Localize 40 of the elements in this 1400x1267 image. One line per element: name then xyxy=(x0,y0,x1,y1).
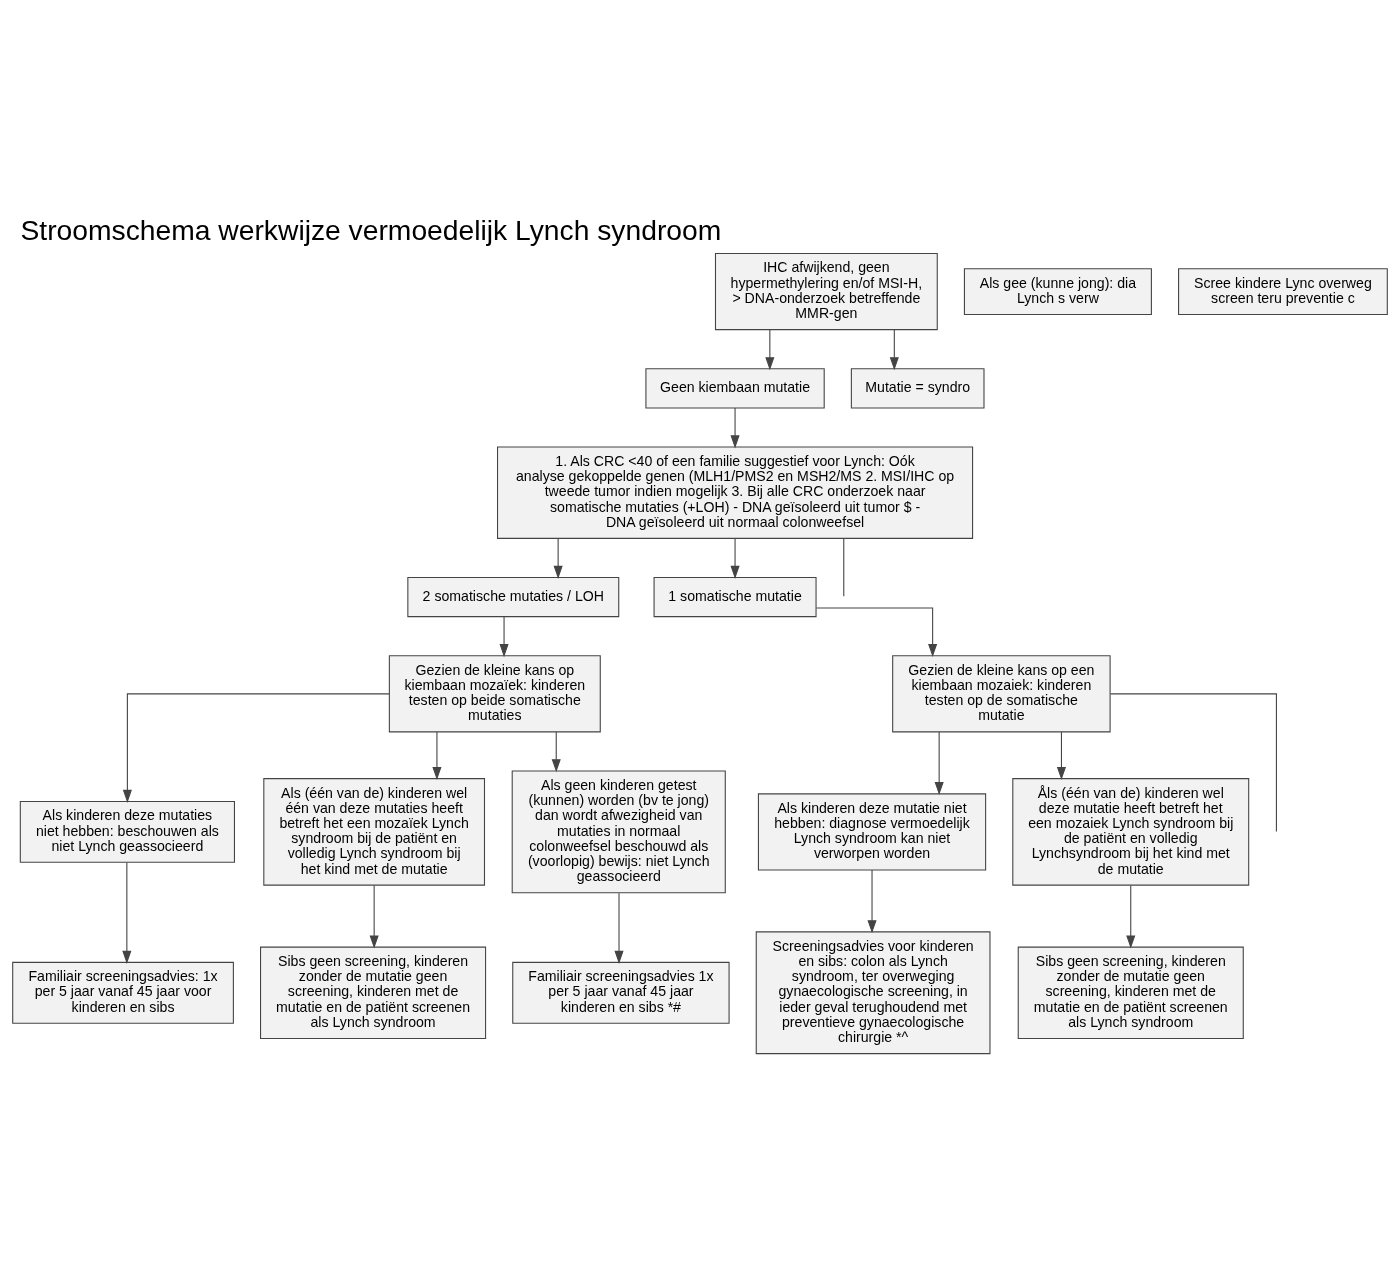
arrow xyxy=(499,616,509,658)
arrow xyxy=(551,731,561,773)
node-box: Als kinderen deze mutaties niet hebben: beschouwen als niet Lynch geassocieerd xyxy=(19,800,235,863)
arrow xyxy=(614,892,624,964)
node-box: Screeningsadvies voor kinderen en sibs: colon als Lynch syndroom, ter overweging gynaecologische screening, in ieder geval terughoudend met preventieve gynaecologische chirurgie *^ xyxy=(755,931,991,1055)
node-box: 1 somatische mutatie xyxy=(653,576,817,618)
connector xyxy=(843,537,845,597)
arrow xyxy=(1056,731,1066,781)
node-box: Mutatie = syndro xyxy=(850,368,985,409)
node-box: Familiair screeningsadvies: 1x per 5 jaar vanaf 45 jaar voor kinderen en sibs xyxy=(12,961,234,1024)
node-box: Familiair screeningsadvies 1x per 5 jaar vanaf 45 jaar kinderen en sibs *# xyxy=(512,961,730,1024)
arrow xyxy=(815,607,938,658)
arrow xyxy=(1126,884,1136,949)
node-box: 2 somatische mutaties / LOH xyxy=(407,576,620,618)
diagram-title: Stroomschema werkwijze vermoedelijk Lynch syndroom xyxy=(20,214,722,247)
arrow xyxy=(432,731,442,781)
arrow xyxy=(122,693,390,803)
node-box: Als gee (kunne jong): dia Lynch s verw xyxy=(963,268,1152,315)
node-box: Scree kindere Lync overweg screen teru preventie c xyxy=(1178,268,1388,315)
arrow xyxy=(765,329,775,371)
node-box: Als geen kinderen getest (kunnen) worden (bv te jong) dan wordt afwezigheid van mutaties in normaal colonweefsel beschouwd als (voorlopig) bewijs: niet Lynch geassocieerd xyxy=(511,770,726,894)
arrow xyxy=(369,884,379,949)
arrow xyxy=(867,869,877,934)
arrow xyxy=(889,329,899,371)
node-box: Geen kiembaan mutatie xyxy=(645,368,825,409)
node-box: Gezien de kleine kans op een kiembaan mozaiek: kinderen testen op de somatische mutatie xyxy=(892,655,1111,733)
node-box: Sibs geen screening, kinderen zonder de mutatie geen screening, kinderen met de mutatie en de patiënt screenen als Lynch syndroom xyxy=(1017,946,1244,1039)
node-box: Åls (één van de) kinderen wel deze mutatie heeft betreft het een mozaiek Lynch syndroom bij de patiënt en volledig Lynchsyndroom bij het kind met de mutatie xyxy=(1012,778,1250,886)
node-box: Sibs geen screening, kinderen zonder de mutatie geen screening, kinderen met de mutatie en de patiënt screenen als Lynch syndroom xyxy=(260,946,487,1039)
node-box: Als kinderen deze mutatie niet hebben: diagnose vermoedelijk Lynch syndroom kan niet verworpen worden xyxy=(757,793,987,871)
arrow xyxy=(730,537,740,579)
node-box: 1. Als CRC <40 of een familie suggestief voor Lynch: Oók analyse gekoppelde genen (MLH1/PMS2 en MSH2/MS 2. MSI/IHC op tweede tumor indien mogelijk 3. Bij alle CRC onderzoek naar somatische mutaties (+LOH) - DNA geïsoleerd uit tumor $ - DNA geïsoleerd uit normaal colonweefsel xyxy=(497,446,974,539)
arrow xyxy=(934,731,944,796)
arrow xyxy=(730,407,740,449)
node-box: Gezien de kleine kans op kiembaan mozaïek: kinderen testen op beide somatische mutaties xyxy=(388,655,601,733)
connector xyxy=(1109,693,1277,833)
node-box: IHC afwijkend, geen hypermethylering en/of MSI-H, > DNA-onderzoek betreffende MMR-gen xyxy=(714,253,938,331)
node-box: Als (één van de) kinderen wel één van deze mutaties heeft betreft het een mozaïek Lynch syndroom bij de patiënt en volledig Lynch syndroom bij het kind met de mutatie xyxy=(263,778,486,886)
arrow xyxy=(122,862,132,964)
arrow xyxy=(553,537,563,579)
